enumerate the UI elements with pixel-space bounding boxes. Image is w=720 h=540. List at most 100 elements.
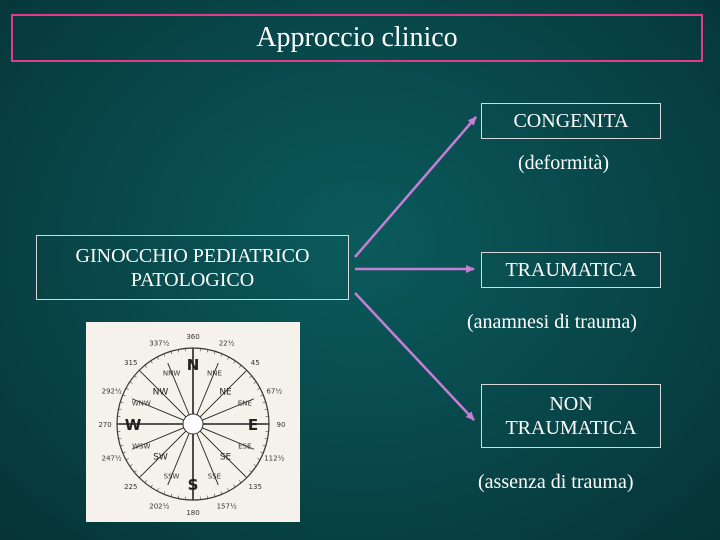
compass-tick (244, 475, 247, 478)
compass-ray (138, 430, 187, 479)
compass-tick (150, 360, 153, 364)
compass-tick (253, 381, 257, 384)
non-traumatica-line-2: TRAUMATICA (505, 417, 637, 439)
compass-degree-label: 90 (277, 421, 286, 429)
compass-tick (227, 356, 230, 360)
compass-tick (134, 470, 137, 473)
compass-tick (253, 464, 257, 467)
compass-secondary-WNW: WNW (132, 400, 151, 408)
compass-degree-label: 360 (186, 333, 199, 341)
compass-degree-label: 337½ (149, 340, 169, 348)
compass-degree-label: 45 (251, 359, 260, 367)
compass-tick (125, 387, 129, 390)
compass-tick (134, 375, 137, 378)
compass-secondary-SSW: SSW (164, 473, 180, 481)
compass-tick (122, 451, 126, 454)
compass-tick (257, 387, 261, 390)
non-traumatica-box: NON TRAUMATICA (481, 384, 661, 448)
slide-title: Approccio clinico (11, 14, 703, 62)
non-traumatica-note: (assenza di trauma) (478, 471, 634, 493)
compass-ray (199, 369, 248, 418)
compass-secondary-NNE: NNE (207, 369, 222, 377)
compass-tick (213, 493, 216, 497)
compass-cardinal-N: N (187, 356, 200, 374)
compass-degree-label: 225 (124, 483, 137, 491)
compass-tick (170, 493, 173, 497)
compass-intercardinal-SE: SE (220, 453, 232, 463)
compass-intercardinal-NE: NE (219, 387, 232, 397)
compass-degree-label: 112½ (264, 455, 284, 463)
compass-ray (167, 433, 190, 486)
compass-degree-label: 292½ (102, 387, 122, 395)
compass-tick (227, 488, 230, 492)
compass-tick (249, 470, 252, 473)
compass-degree-label: 315 (124, 359, 137, 367)
compass-degree-label: 180 (186, 509, 199, 517)
compass-tick (120, 444, 124, 447)
compass-tick (262, 444, 266, 447)
compass-secondary-ESE: ESE (238, 442, 251, 450)
compass-tick (260, 394, 264, 397)
compass-tick (233, 360, 236, 364)
compass-degree-label: 135 (249, 483, 262, 491)
compass-tick (220, 491, 223, 495)
compass-tick (118, 408, 122, 411)
compass-secondary-WSW: WSW (132, 442, 150, 450)
compass-tick (122, 394, 126, 397)
compass-degree-label: 22½ (219, 340, 235, 348)
compass-tick (139, 370, 142, 373)
compass-tick (120, 401, 124, 404)
compass-tick (206, 495, 209, 499)
compass-intercardinal-NW: NW (153, 387, 169, 397)
compass-tick (220, 353, 223, 357)
congenita-box: CONGENITA (481, 103, 661, 139)
compass-tick (264, 408, 268, 411)
compass-tick (144, 365, 147, 368)
compass-tick (144, 480, 147, 483)
traumatica-label: TRAUMATICA (505, 259, 637, 281)
compass-tick (125, 458, 129, 461)
source-box: GINOCCHIO PEDIATRICO PATOLOGICO (36, 235, 349, 300)
compass-ray (199, 430, 248, 479)
compass-tick (244, 370, 247, 373)
compass-ray (131, 427, 184, 450)
compass-secondary-NNW: NNW (163, 369, 180, 377)
compass-tick (249, 375, 252, 378)
congenita-note: (deformità) (518, 152, 610, 174)
source-line-1: GINOCCHIO PEDIATRICO (75, 244, 310, 267)
compass-ray (202, 427, 255, 450)
compass-tick (177, 349, 180, 353)
compass-tick (129, 464, 133, 467)
compass-ray (196, 362, 219, 415)
compass-ray (167, 362, 190, 415)
compass-intercardinal-SW: SW (153, 453, 168, 463)
non-traumatica-line-1: NON (549, 393, 593, 415)
compass-hub (182, 413, 204, 435)
arrow-to-congenita (354, 116, 477, 258)
compass-degree-label: 202½ (149, 502, 169, 510)
compass-tick (163, 353, 166, 357)
congenita-label: CONGENITA (513, 110, 629, 132)
compass-cardinal-E: E (248, 416, 258, 434)
compass-cardinal-W: W (125, 416, 142, 434)
compass-tick (206, 349, 209, 353)
compass-tick (239, 480, 242, 483)
compass-secondary-ENE: ENE (238, 400, 252, 408)
compass-tick (163, 491, 166, 495)
compass-tick (264, 437, 268, 440)
compass-tick (170, 351, 173, 355)
compass-ray (138, 369, 187, 418)
compass-tick (262, 401, 266, 404)
compass-tick (156, 488, 159, 492)
compass-degree-label: 270 (98, 421, 111, 429)
compass-tick (213, 351, 216, 355)
compass-tick (260, 451, 264, 454)
compass-tick (139, 475, 142, 478)
compass-tick (257, 458, 261, 461)
compass-rose-icon: NESWNESESWNWNNEENEESESSESSWWSWWNWNNW3602… (98, 333, 286, 517)
traumatica-box: TRAUMATICA (481, 252, 661, 288)
compass-ray (196, 433, 219, 486)
compass-degree-label: 157½ (217, 502, 237, 510)
arrow-to-non-traumatica (354, 292, 475, 421)
